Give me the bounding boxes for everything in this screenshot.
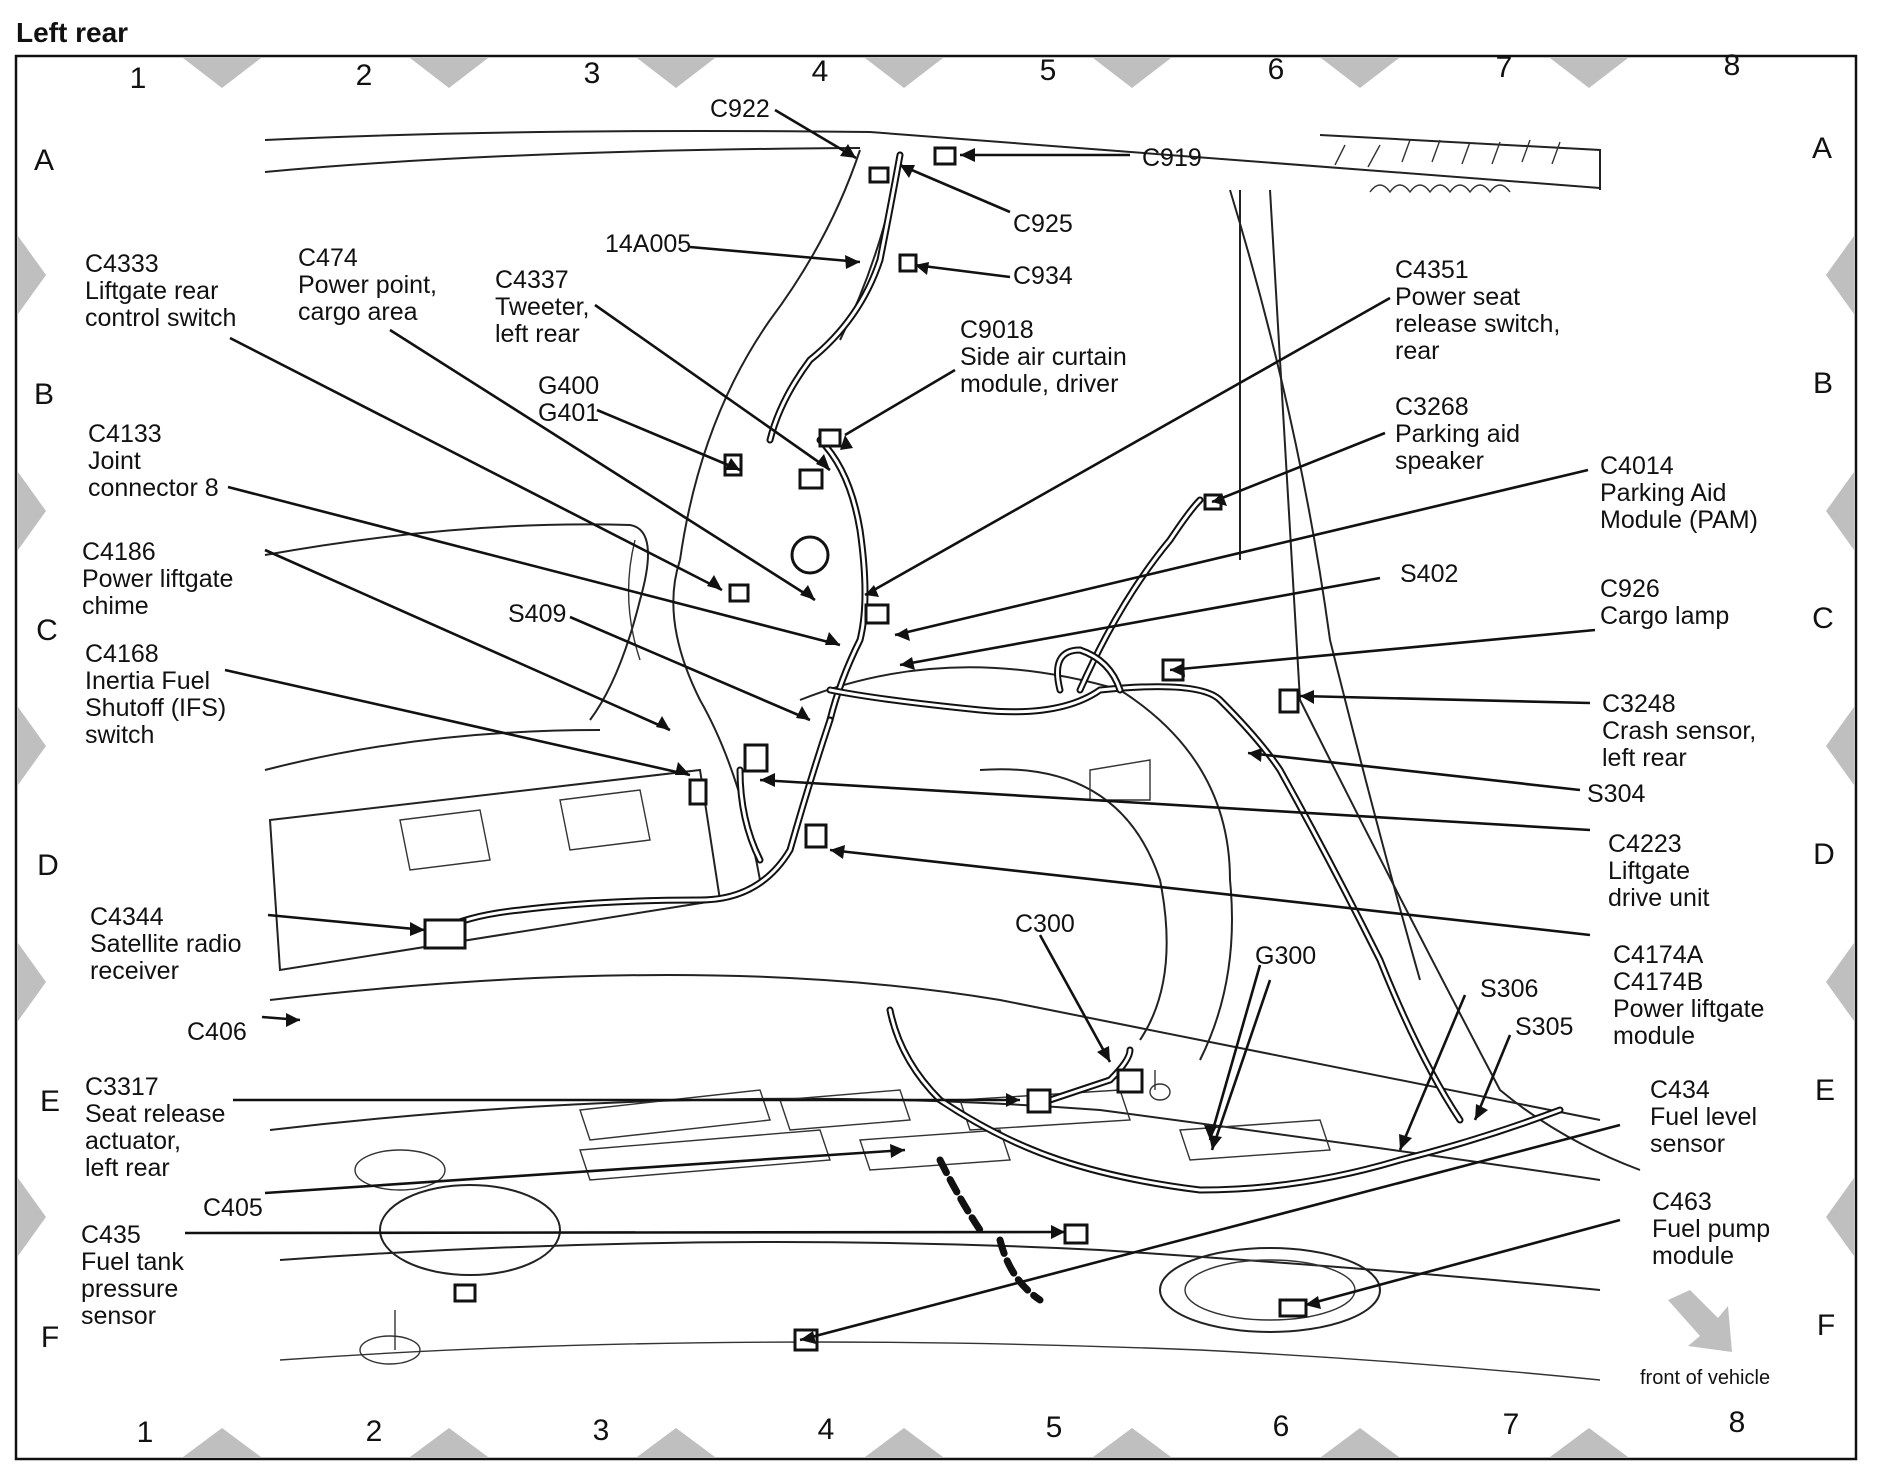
label-c4351: C4351 Power seat release switch, rear (1395, 256, 1567, 365)
grid-row-a-right: A (1812, 132, 1832, 165)
label-c4333: C4333 Liftgate rear control switch (85, 250, 236, 332)
grid-col-2: 2 (356, 59, 373, 92)
label-s304: S304 (1587, 780, 1645, 808)
grid-col-8: 8 (1724, 49, 1741, 82)
label-c925: C925 (1013, 210, 1073, 238)
grid-col-3-bottom: 3 (593, 1414, 610, 1447)
label-c922: C922 (710, 95, 770, 123)
label-c300: C300 (1015, 910, 1075, 938)
label-c4337: C4337 Tweeter, left rear (495, 266, 596, 348)
leader-lines (184, 108, 1621, 1342)
connectors (423, 146, 1308, 1352)
leader-arrowheads (286, 144, 1488, 1344)
grid-column-labels-top: 1 2 3 4 5 6 7 8 (130, 49, 1741, 95)
grid-border-markers (18, 58, 1854, 1457)
wiring-harness (436, 151, 1564, 1304)
label-c4133: C4133 Joint connector 8 (88, 420, 219, 502)
label-c435: C435 Fuel tank pressure sensor (81, 1221, 191, 1330)
label-c3248: C3248 Crash sensor, left rear (1602, 690, 1763, 772)
label-c934: C934 (1013, 262, 1073, 290)
label-c405: C405 (203, 1194, 263, 1222)
grid-row-c: C (36, 614, 58, 647)
grid-row-c-right: C (1812, 602, 1834, 635)
label-c926: C926 Cargo lamp (1600, 575, 1729, 630)
grid-row-f: F (41, 1321, 59, 1354)
label-c474: C474 Power point, cargo area (298, 244, 444, 326)
grid-col-4-bottom: 4 (818, 1413, 835, 1446)
label-c434: C434 Fuel level sensor (1650, 1076, 1764, 1158)
label-c919: C919 (1142, 144, 1202, 172)
label-14a005: 14A005 (605, 230, 691, 258)
grid-row-d: D (37, 849, 59, 882)
label-c4223: C4223 Liftgate drive unit (1608, 830, 1709, 912)
label-c4344: C4344 Satellite radio receiver (90, 903, 248, 985)
grid-row-e: E (40, 1085, 60, 1118)
label-s402: S402 (1400, 560, 1458, 588)
label-c9018: C9018 Side air curtain module, driver (960, 316, 1134, 398)
grid-col-6-bottom: 6 (1273, 1410, 1290, 1443)
front-of-vehicle-label: front of vehicle (1640, 1367, 1770, 1389)
grid-col-1: 1 (130, 62, 147, 95)
label-c4014: C4014 Parking Aid Module (PAM) (1600, 452, 1758, 534)
grid-row-labels-left: A B C D E F (34, 144, 60, 1354)
grid-row-f-right: F (1817, 1309, 1835, 1342)
label-c4174: C4174A C4174B Power liftgate module (1613, 941, 1771, 1050)
grid-col-3: 3 (584, 57, 601, 90)
grid-col-6: 6 (1268, 53, 1285, 86)
grid-col-7-bottom: 7 (1503, 1408, 1520, 1441)
grid-col-8-bottom: 8 (1729, 1406, 1746, 1439)
label-g300: G300 (1255, 942, 1316, 970)
label-g400-g401: G400 G401 (538, 372, 606, 427)
grid-row-d-right: D (1813, 838, 1835, 871)
grid-row-a: A (34, 144, 54, 177)
page-title: Left rear (16, 17, 128, 48)
grid-col-1-bottom: 1 (137, 1416, 154, 1449)
label-c4168: C4168 Inertia Fuel Shutoff (IFS) switch (85, 640, 233, 749)
grid-row-b: B (34, 378, 54, 411)
grid-row-e-right: E (1815, 1074, 1835, 1107)
label-s306: S306 (1480, 975, 1538, 1003)
grid-col-5: 5 (1040, 54, 1057, 87)
label-s305: S305 (1515, 1013, 1573, 1041)
label-c4186: C4186 Power liftgate chime (82, 538, 240, 620)
label-s409: S409 (508, 600, 566, 628)
callouts: C922 C919 C925 14A005 C934 C4333 Liftgat… (81, 95, 1777, 1330)
front-arrow-icon (1668, 1290, 1732, 1352)
label-c406: C406 (187, 1018, 247, 1046)
diagram-frame (14, 54, 1858, 1461)
label-c463: C463 Fuel pump module (1652, 1188, 1777, 1270)
grid-col-2-bottom: 2 (366, 1415, 383, 1448)
grid-col-4: 4 (812, 55, 829, 88)
vehicle-body-outline (264, 130, 1641, 1381)
grid-column-labels-bottom: 1 2 3 4 5 6 7 8 (137, 1406, 1746, 1449)
grid-row-b-right: B (1813, 367, 1833, 400)
front-of-vehicle-indicator: front of vehicle (1640, 1290, 1770, 1389)
label-c3268: C3268 Parking aid speaker (1395, 393, 1527, 475)
grid-col-7: 7 (1496, 51, 1513, 84)
grid-row-labels-right: A B C D E F (1812, 132, 1835, 1342)
grid-col-5-bottom: 5 (1046, 1411, 1063, 1444)
label-c3317: C3317 Seat release actuator, left rear (85, 1073, 232, 1182)
